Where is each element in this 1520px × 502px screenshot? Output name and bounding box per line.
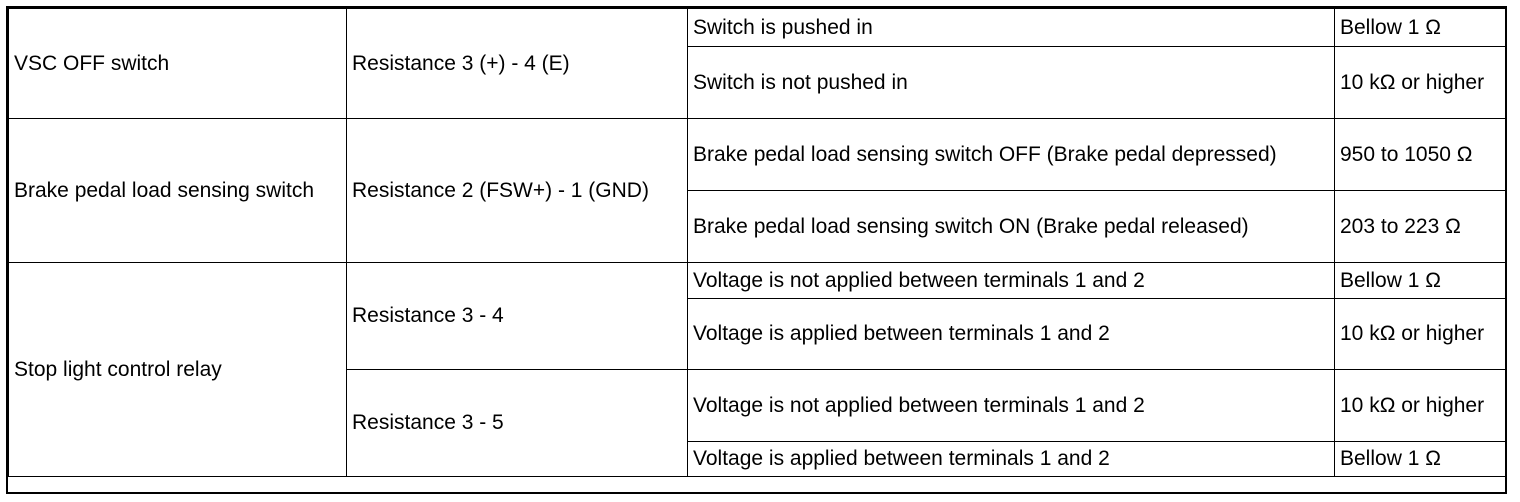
table-row: Resistance 3 - 5 Voltage is not applied …: [9, 369, 1506, 477]
table-row: VSC OFF switch Resistance 3 (+) - 4 (E) …: [8, 8, 1506, 119]
measurement-cell: Resistance 3 - 4: [346, 262, 688, 370]
component-cell-stop-light-control-relay: Stop light control relay: [8, 262, 347, 477]
condition-cell: Voltage is not applied between terminals…: [687, 262, 1335, 299]
condition-cell: Voltage is applied between terminals 1 a…: [687, 298, 1335, 370]
table-row: Voltage is applied between terminals 1 a…: [9, 298, 1506, 370]
table-row: Stop light control relay Resistance 3 - …: [8, 262, 1506, 477]
spec-value-cell: 10 kΩ or higher: [1334, 298, 1506, 370]
spec-value-cell: Bellow 1 Ω: [1334, 262, 1506, 299]
spec-value-cell: 10 kΩ or higher: [1334, 369, 1506, 442]
measurement-cell: Resistance 3 (+) - 4 (E): [346, 8, 688, 119]
table-row: Brake pedal load sensing switch Resistan…: [8, 118, 1506, 263]
condition-cell: Switch is not pushed in: [687, 46, 1335, 119]
spec-value-cell: Bellow 1 Ω: [1334, 8, 1506, 47]
condition-cell: Voltage is applied between terminals 1 a…: [687, 441, 1335, 477]
measurement-cell: Resistance 3 - 5: [346, 369, 688, 477]
table-row: Voltage is applied between terminals 1 a…: [9, 441, 1506, 477]
condition-cell: Brake pedal load sensing switch ON (Brak…: [687, 190, 1335, 263]
table-row: Brake pedal load sensing switch ON (Brak…: [9, 190, 1506, 263]
spec-value-cell: 203 to 223 Ω: [1334, 190, 1506, 263]
spec-value-cell: Bellow 1 Ω: [1334, 441, 1506, 477]
condition-cell: Brake pedal load sensing switch OFF (Bra…: [687, 118, 1335, 191]
measurement-cell: Resistance 2 (FSW+) - 1 (GND): [346, 118, 688, 263]
specification-table: VSC OFF switch Resistance 3 (+) - 4 (E) …: [8, 8, 1506, 477]
condition-cell: Switch is pushed in: [687, 8, 1335, 47]
table-row: Switch is not pushed in 10 kΩ or higher: [9, 46, 1506, 119]
component-cell-vsc-off-switch: VSC OFF switch: [8, 8, 347, 119]
component-cell-brake-pedal-load-sensing-switch: Brake pedal load sensing switch: [8, 118, 347, 263]
spec-value-cell: 950 to 1050 Ω: [1334, 118, 1506, 191]
spec-value-cell: 10 kΩ or higher: [1334, 46, 1506, 119]
condition-cell: Voltage is not applied between terminals…: [687, 369, 1335, 442]
